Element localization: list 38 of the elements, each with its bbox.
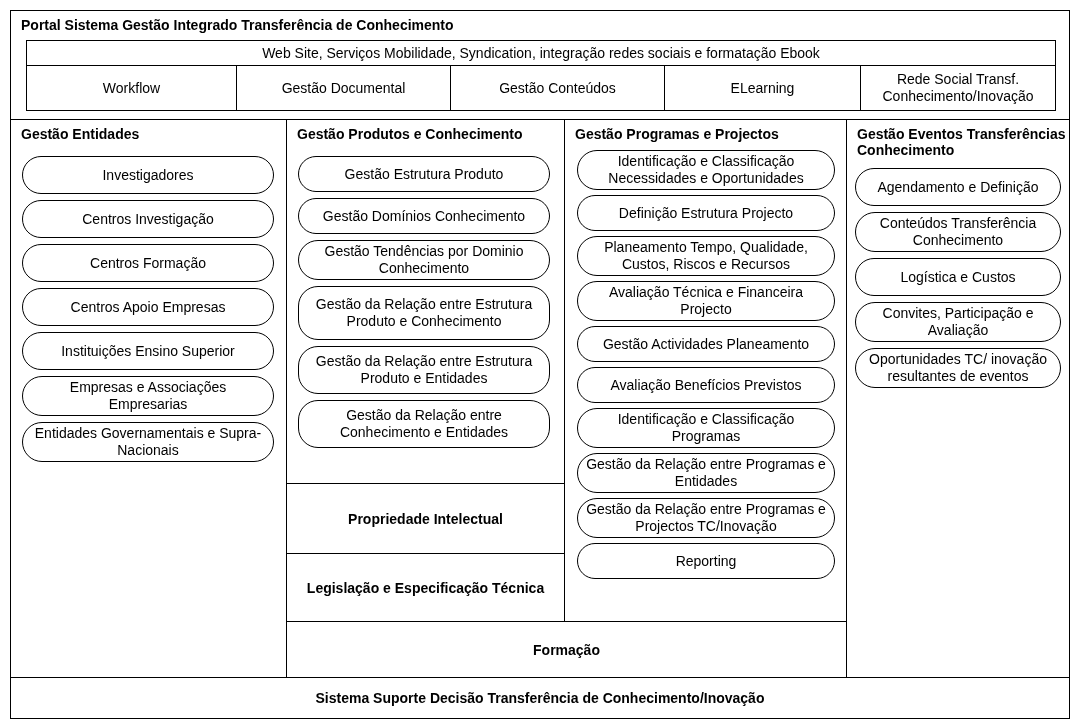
section-title: Gestão Produtos e Conhecimento bbox=[297, 126, 524, 142]
module-pill: Investigadores bbox=[22, 156, 274, 194]
module-pill: Reporting bbox=[577, 543, 835, 579]
module-pill: Logística e Custos bbox=[855, 258, 1061, 296]
module-pill: Centros Apoio Empresas bbox=[22, 288, 274, 326]
module-pill: Convites, Participação e Avaliação bbox=[855, 302, 1061, 342]
module-pill: Centros Formação bbox=[22, 244, 274, 282]
module-pill: Gestão da Relação entre Programas e Projectos TC/Inovação bbox=[577, 498, 835, 538]
module-pill: Gestão da Relação entre Programas e Entidades bbox=[577, 453, 835, 493]
module-pill: Entidades Governamentais e Supra-Nacionais bbox=[22, 422, 274, 462]
module-pill: Avaliação Benefícios Previstos bbox=[577, 367, 835, 403]
module-pill: Identificação e Classificação Necessidades e Oportunidades bbox=[577, 150, 835, 190]
module-pill: Conteúdos Transferência Conhecimento bbox=[855, 212, 1061, 252]
module-pill: Gestão da Relação entre Estrutura Produto e Entidades bbox=[298, 346, 550, 394]
module-pill: Gestão Actividades Planeamento bbox=[577, 326, 835, 362]
module-pill: Empresas e Associações Empresarias bbox=[22, 376, 274, 416]
module-pill: Gestão da Relação entre Estrutura Produto e Conhecimento bbox=[298, 286, 550, 340]
module-cell: Rede Social Transf. Conhecimento/Inovação bbox=[860, 65, 1056, 111]
module-pill: Oportunidades TC/ inovação resultantes de eventos bbox=[855, 348, 1061, 388]
module-pill: Gestão Estrutura Produto bbox=[298, 156, 550, 192]
section-band: Sistema Suporte Decisão Transferência de Conhecimento/Inovação bbox=[10, 677, 1070, 719]
portal-panel bbox=[10, 10, 1070, 120]
module-pill: Avaliação Técnica e Financeira Projecto bbox=[577, 281, 835, 321]
section-title: Portal Sistema Gestão Integrado Transferência de Conhecimento bbox=[21, 17, 454, 33]
module-cell: Web Site, Serviços Mobilidade, Syndication, integração redes sociais e formatação Ebook bbox=[26, 40, 1056, 66]
section-title: Gestão Entidades bbox=[21, 126, 141, 142]
section-title: Gestão Eventos Transferências Conhecimento bbox=[857, 126, 1067, 158]
module-pill: Gestão Domínios Conhecimento bbox=[298, 198, 550, 234]
module-pill: Identificação e Classificação Programas bbox=[577, 408, 835, 448]
module-cell: Workflow bbox=[26, 65, 237, 111]
module-pill: Centros Investigação bbox=[22, 200, 274, 238]
module-pill: Planeamento Tempo, Qualidade, Custos, Riscos e Recursos bbox=[577, 236, 835, 276]
section-title: Gestão Programas e Projectos bbox=[575, 126, 780, 142]
module-pill: Instituições Ensino Superior bbox=[22, 332, 274, 370]
module-pill: Gestão Tendências por Dominio Conhecimento bbox=[298, 240, 550, 280]
module-pill: Definição Estrutura Projecto bbox=[577, 195, 835, 231]
module-pill: Gestão da Relação entre Conhecimento e Entidades bbox=[298, 400, 550, 448]
module-pill: Agendamento e Definição bbox=[855, 168, 1061, 206]
